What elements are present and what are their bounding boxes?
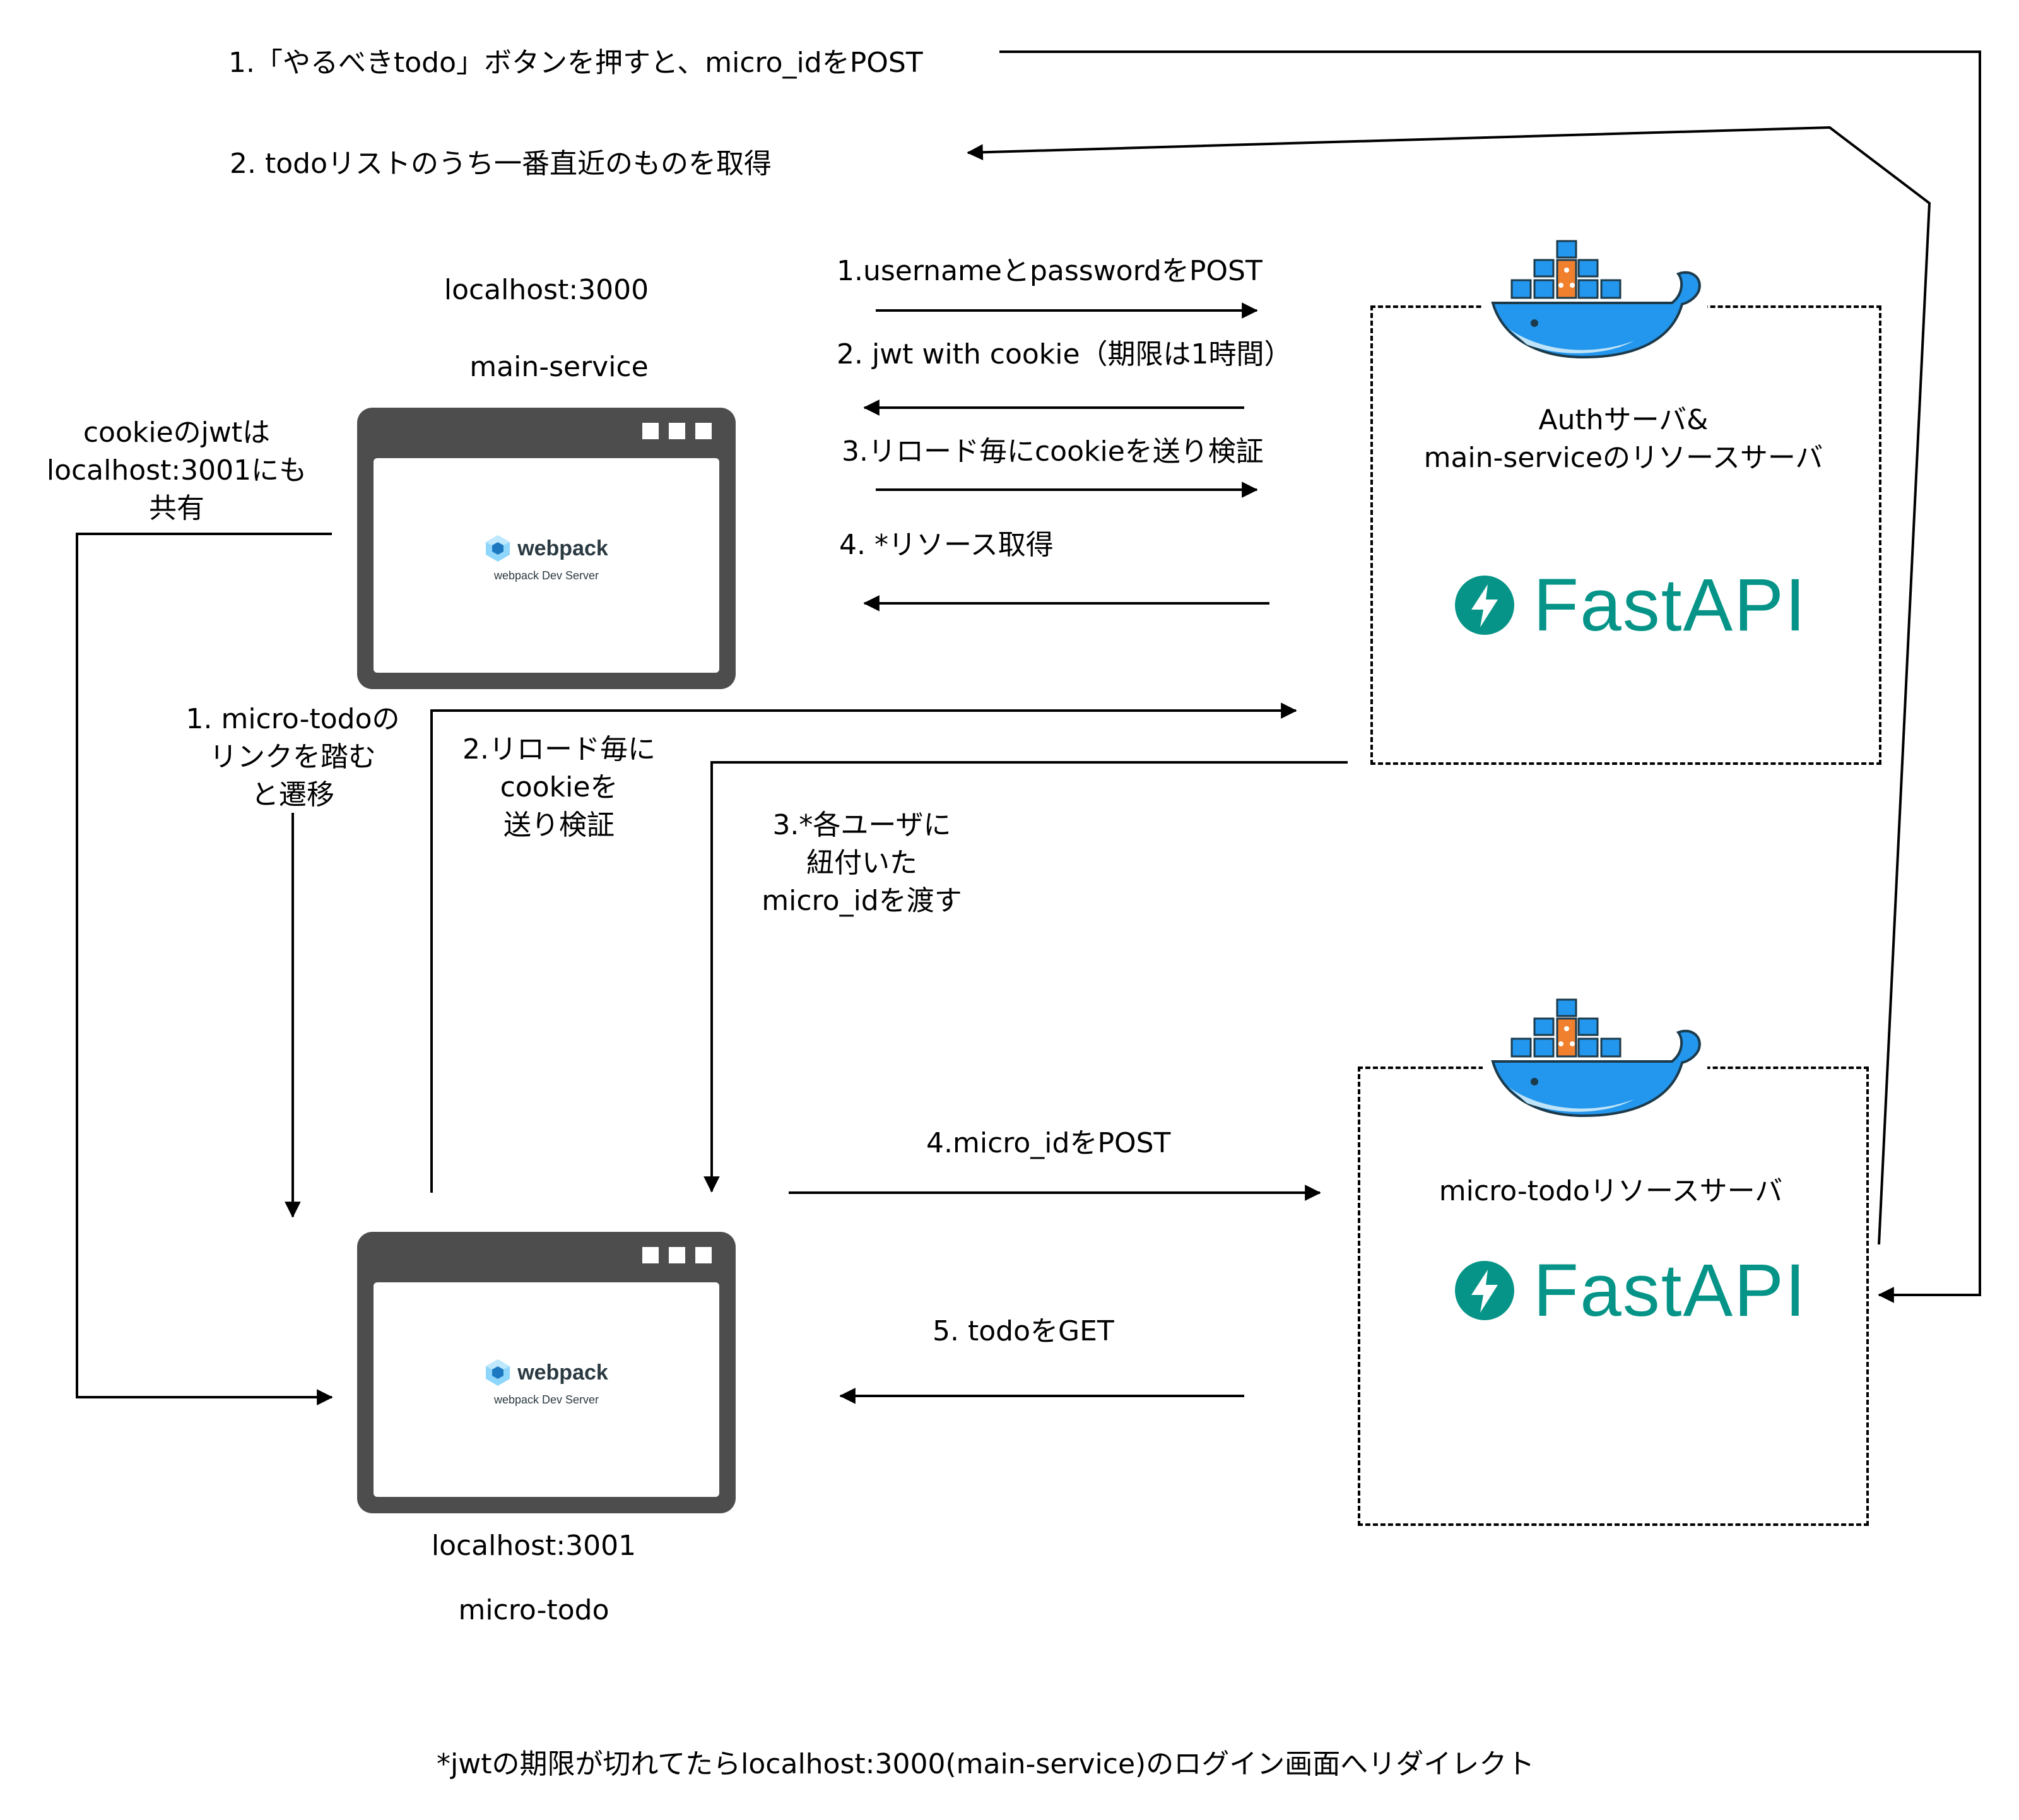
fastapi-text: FastAPI	[1533, 1249, 1807, 1332]
browser-screen: webpack webpack Dev Server	[374, 1282, 719, 1497]
auth-flow-step1: 1.usernameとpasswordをPOST	[837, 255, 1263, 287]
micro-todo-name: micro-todo	[458, 1594, 609, 1626]
auth-flow-step2: 2. jwt with cookie（期限は1時間）	[837, 338, 1292, 370]
browser-screen: webpack webpack Dev Server	[374, 458, 719, 673]
auth-server-box	[1370, 305, 1881, 765]
fastapi-text: FastAPI	[1533, 564, 1807, 647]
note-line: と遷移	[251, 779, 334, 811]
main-service-name: main-service	[469, 351, 649, 383]
note-line: 1. micro-todoの	[185, 703, 400, 735]
webpack-logo: webpack webpack Dev Server	[374, 534, 719, 582]
main-service-host: localhost:3000	[444, 274, 649, 306]
micro-flow-step5: 5. todoをGET	[933, 1315, 1114, 1347]
webpack-subtitle: webpack Dev Server	[493, 1393, 599, 1406]
note-line: cookieのjwtは	[83, 417, 271, 449]
note-line: localhost:3001にも	[46, 454, 307, 487]
note-line: 3.*各ユーザに	[772, 809, 951, 841]
window-dot	[642, 423, 659, 439]
webpack-title: webpack	[517, 536, 608, 560]
arrow-top-get	[967, 126, 1931, 1245]
docker-whale-icon	[1483, 233, 1707, 360]
note-line: 送り検証	[503, 809, 615, 841]
arrow-micro-id	[703, 761, 1348, 1193]
top-flow-step2: 2. todoリストのうち一番直近のものを取得	[230, 148, 772, 180]
fastapi-logo: FastAPI	[1455, 1253, 1807, 1328]
note-line: リンクを踏む	[209, 741, 376, 773]
reload-verify-note: 2.リロード毎に cookieを 送り検証	[433, 731, 685, 844]
window-dot	[642, 1247, 659, 1263]
window-dot	[695, 1247, 712, 1263]
title-line: Authサーバ&	[1538, 404, 1709, 436]
cookie-share-note: cookieのjwtは localhost:3001にも 共有	[38, 414, 315, 528]
note-line: 2.リロード毎に	[462, 733, 656, 765]
fastapi-bolt-icon	[1455, 576, 1514, 635]
fastapi-bolt-icon	[1455, 1261, 1514, 1320]
micro-todo-browser-window: webpack webpack Dev Server	[357, 1232, 736, 1513]
main-service-browser-window: webpack webpack Dev Server	[357, 408, 736, 689]
webpack-cube-icon	[486, 1359, 510, 1386]
window-dot	[695, 423, 712, 439]
micro-id-note: 3.*各ユーザに 紐付いた micro_idを渡す	[736, 807, 988, 920]
micro-todo-host: localhost:3001	[431, 1530, 637, 1562]
webpack-subtitle: webpack Dev Server	[493, 569, 599, 582]
arrow-reload-verify	[430, 702, 1297, 1193]
window-dot	[669, 1247, 685, 1263]
docker-whale-icon	[1483, 992, 1707, 1118]
todo-server-title: micro-todoリソースサーバ	[1439, 1175, 1783, 1207]
top-flow-step1: 1.「やるべきtodo」ボタンを押すと、micro_idをPOST	[228, 47, 923, 79]
note-line: 共有	[149, 492, 204, 524]
webpack-cube-icon	[486, 535, 510, 562]
auth-flow-step4: 4. *リソース取得	[839, 529, 1054, 561]
note-line: 紐付いた	[806, 847, 917, 879]
arrow-top-post	[999, 50, 1981, 1303]
note-line: micro_idを渡す	[762, 885, 962, 917]
window-dot	[669, 423, 685, 439]
note-line: cookieを	[500, 771, 618, 803]
auth-server-title: Authサーバ& main-serviceのリソースサーバ	[1370, 401, 1876, 477]
micro-flow-step4: 4.micro_idをPOST	[926, 1127, 1171, 1159]
webpack-title: webpack	[517, 1360, 608, 1385]
title-line: main-serviceのリソースサーバ	[1423, 442, 1823, 474]
webpack-logo: webpack webpack Dev Server	[374, 1358, 719, 1407]
auth-flow-step3: 3.リロード毎にcookieを送り検証	[842, 435, 1264, 468]
arrow-cookie-share	[76, 533, 333, 1405]
link-transition-note: 1. micro-todoの リンクを踏む と遷移	[167, 700, 419, 814]
footnote: *jwtの期限が切れてたらlocalhost:3000(main-service…	[437, 1748, 1535, 1780]
fastapi-logo: FastAPI	[1455, 568, 1807, 642]
